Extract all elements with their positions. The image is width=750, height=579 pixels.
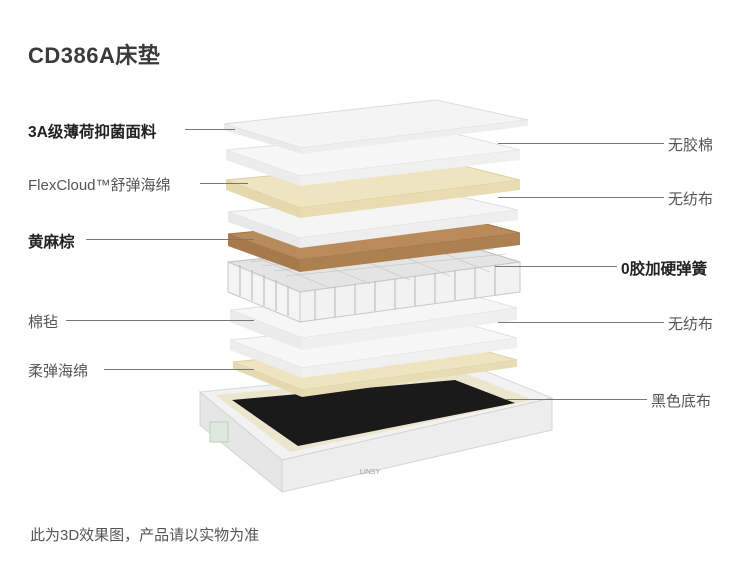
label-cotton-felt: 棉毡 [28,314,59,331]
label-flexcloud-foam: FlexCloud™舒弹海绵 [28,177,171,194]
leader-line [495,266,617,267]
leader-line [86,239,254,240]
label-nonwoven-lower: 无纺布 [668,316,714,333]
label-jute-coir: 黄麻棕 [28,234,75,251]
leader-line [498,322,664,323]
leader-line [200,183,248,184]
label-black-base-cloth: 黑色底布 [651,393,712,410]
leader-line [66,320,254,321]
page-title: CD386A床垫 [28,43,161,68]
label-soft-foam: 柔弹海绵 [28,363,89,380]
leader-line [185,129,235,130]
leader-line [104,369,254,370]
leader-line [505,399,647,400]
label-antibacterial-fabric: 3A级薄荷抑菌面料 [28,124,157,141]
base-tag [209,421,229,443]
disclaimer-text: 此为3D效果图，产品请以实物为准 [30,527,260,544]
label-springs: 0胶加硬弹簧 [621,261,708,278]
leader-line [498,143,664,144]
label-gluefree-cotton: 无胶棉 [668,137,714,154]
leader-line [498,197,664,198]
brand-mark: LINSY [360,469,381,476]
label-nonwoven-upper: 无纺布 [668,191,714,208]
